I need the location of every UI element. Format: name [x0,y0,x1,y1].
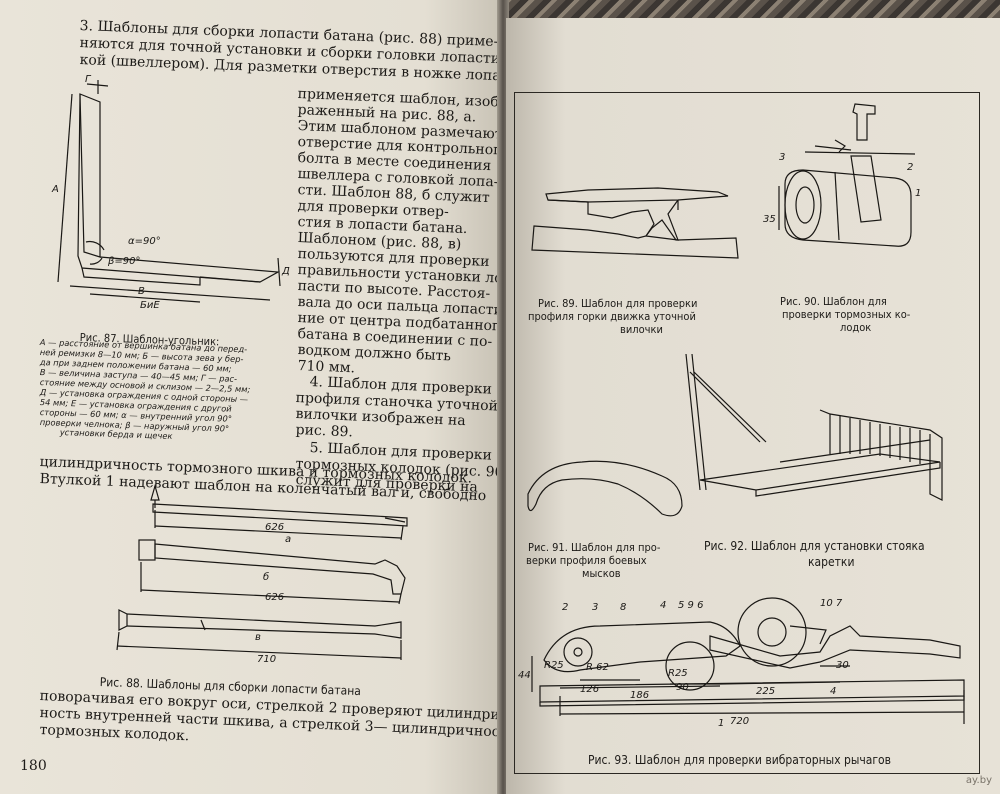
svg-text:1: 1 [915,188,921,199]
caption-line: Рис. 90. Шаблон для [780,295,887,308]
page-number: 180 [20,758,47,774]
svg-text:Д: Д [281,266,290,277]
svg-text:Г: Г [85,74,92,85]
svg-text:3: 3 [592,602,598,613]
figure-frame [514,92,980,774]
svg-text:8: 8 [620,602,626,613]
svg-text:126: 126 [580,684,599,695]
caption-line: верки профиля боевых [526,554,647,567]
svg-text:4: 4 [660,600,666,611]
figure-88-drawing: 626 а б 626 в 710 [116,483,408,665]
svg-text:R25: R25 [544,660,564,671]
right-page [506,18,1000,794]
figure-90-drawing: 3 2 1 35 [763,103,921,247]
svg-text:В: В [138,286,145,297]
svg-text:10 7: 10 7 [820,598,843,609]
watermark: ay.by [965,775,992,786]
svg-text:626: 626 [265,592,284,603]
svg-text:в: в [255,632,261,643]
svg-text:225: 225 [756,686,775,697]
caption-line: проверки тормозных ко- [782,308,911,321]
svg-text:186: 186 [630,690,649,701]
svg-text:44: 44 [518,670,531,681]
caption-line: Рис. 92. Шаблон для установки стояка [704,539,925,553]
svg-text:30: 30 [836,660,849,671]
svg-text:3: 3 [779,152,785,163]
caption-line: каретки [808,555,855,569]
svg-text:35: 35 [763,214,776,225]
svg-text:а: а [285,534,291,545]
svg-text:4: 4 [830,686,836,697]
figure-93-caption: Рис. 93. Шаблон для проверки вибраторных… [588,753,892,767]
caption-line: лодок [840,321,872,334]
svg-text:А: А [51,184,59,195]
figure-89-drawing [531,187,739,259]
figure-87-drawing: Г А Д В БиЕ α=90° β=90° [51,74,290,311]
caption-line: вилочки [620,323,663,336]
svg-text:б: б [263,571,269,583]
svg-text:2: 2 [907,162,913,173]
svg-text:α=90°: α=90° [128,236,161,247]
caption-line: мысков [582,567,621,580]
svg-text:R 62: R 62 [586,662,609,673]
figure-92-drawing [685,353,943,501]
svg-text:720: 720 [730,716,749,727]
figure-91-drawing [527,460,683,517]
svg-text:710: 710 [257,654,276,665]
svg-text:1: 1 [718,718,724,729]
svg-text:5 9 6: 5 9 6 [678,600,703,611]
svg-text:β=90°: β=90° [107,256,141,267]
svg-text:БиЕ: БиЕ [140,300,160,311]
text-line: рис. 89. [295,422,354,441]
left-page: 3. Шаблоны для сборки лопасти батана (ри… [0,0,552,794]
caption-line: Рис. 91. Шаблон для про- [528,541,661,554]
svg-text:626: 626 [265,522,284,533]
svg-text:90: 90 [676,682,689,693]
caption-line: профиля горки движка уточной [528,310,696,323]
svg-text:R25: R25 [668,668,688,679]
svg-text:2: 2 [562,602,568,613]
figure-93-drawing: 2 3 8 4 5 9 6 10 7 1 R25 R 62 126 186 90… [518,597,965,729]
caption-line: Рис. 89. Шаблон для проверки [538,297,698,310]
